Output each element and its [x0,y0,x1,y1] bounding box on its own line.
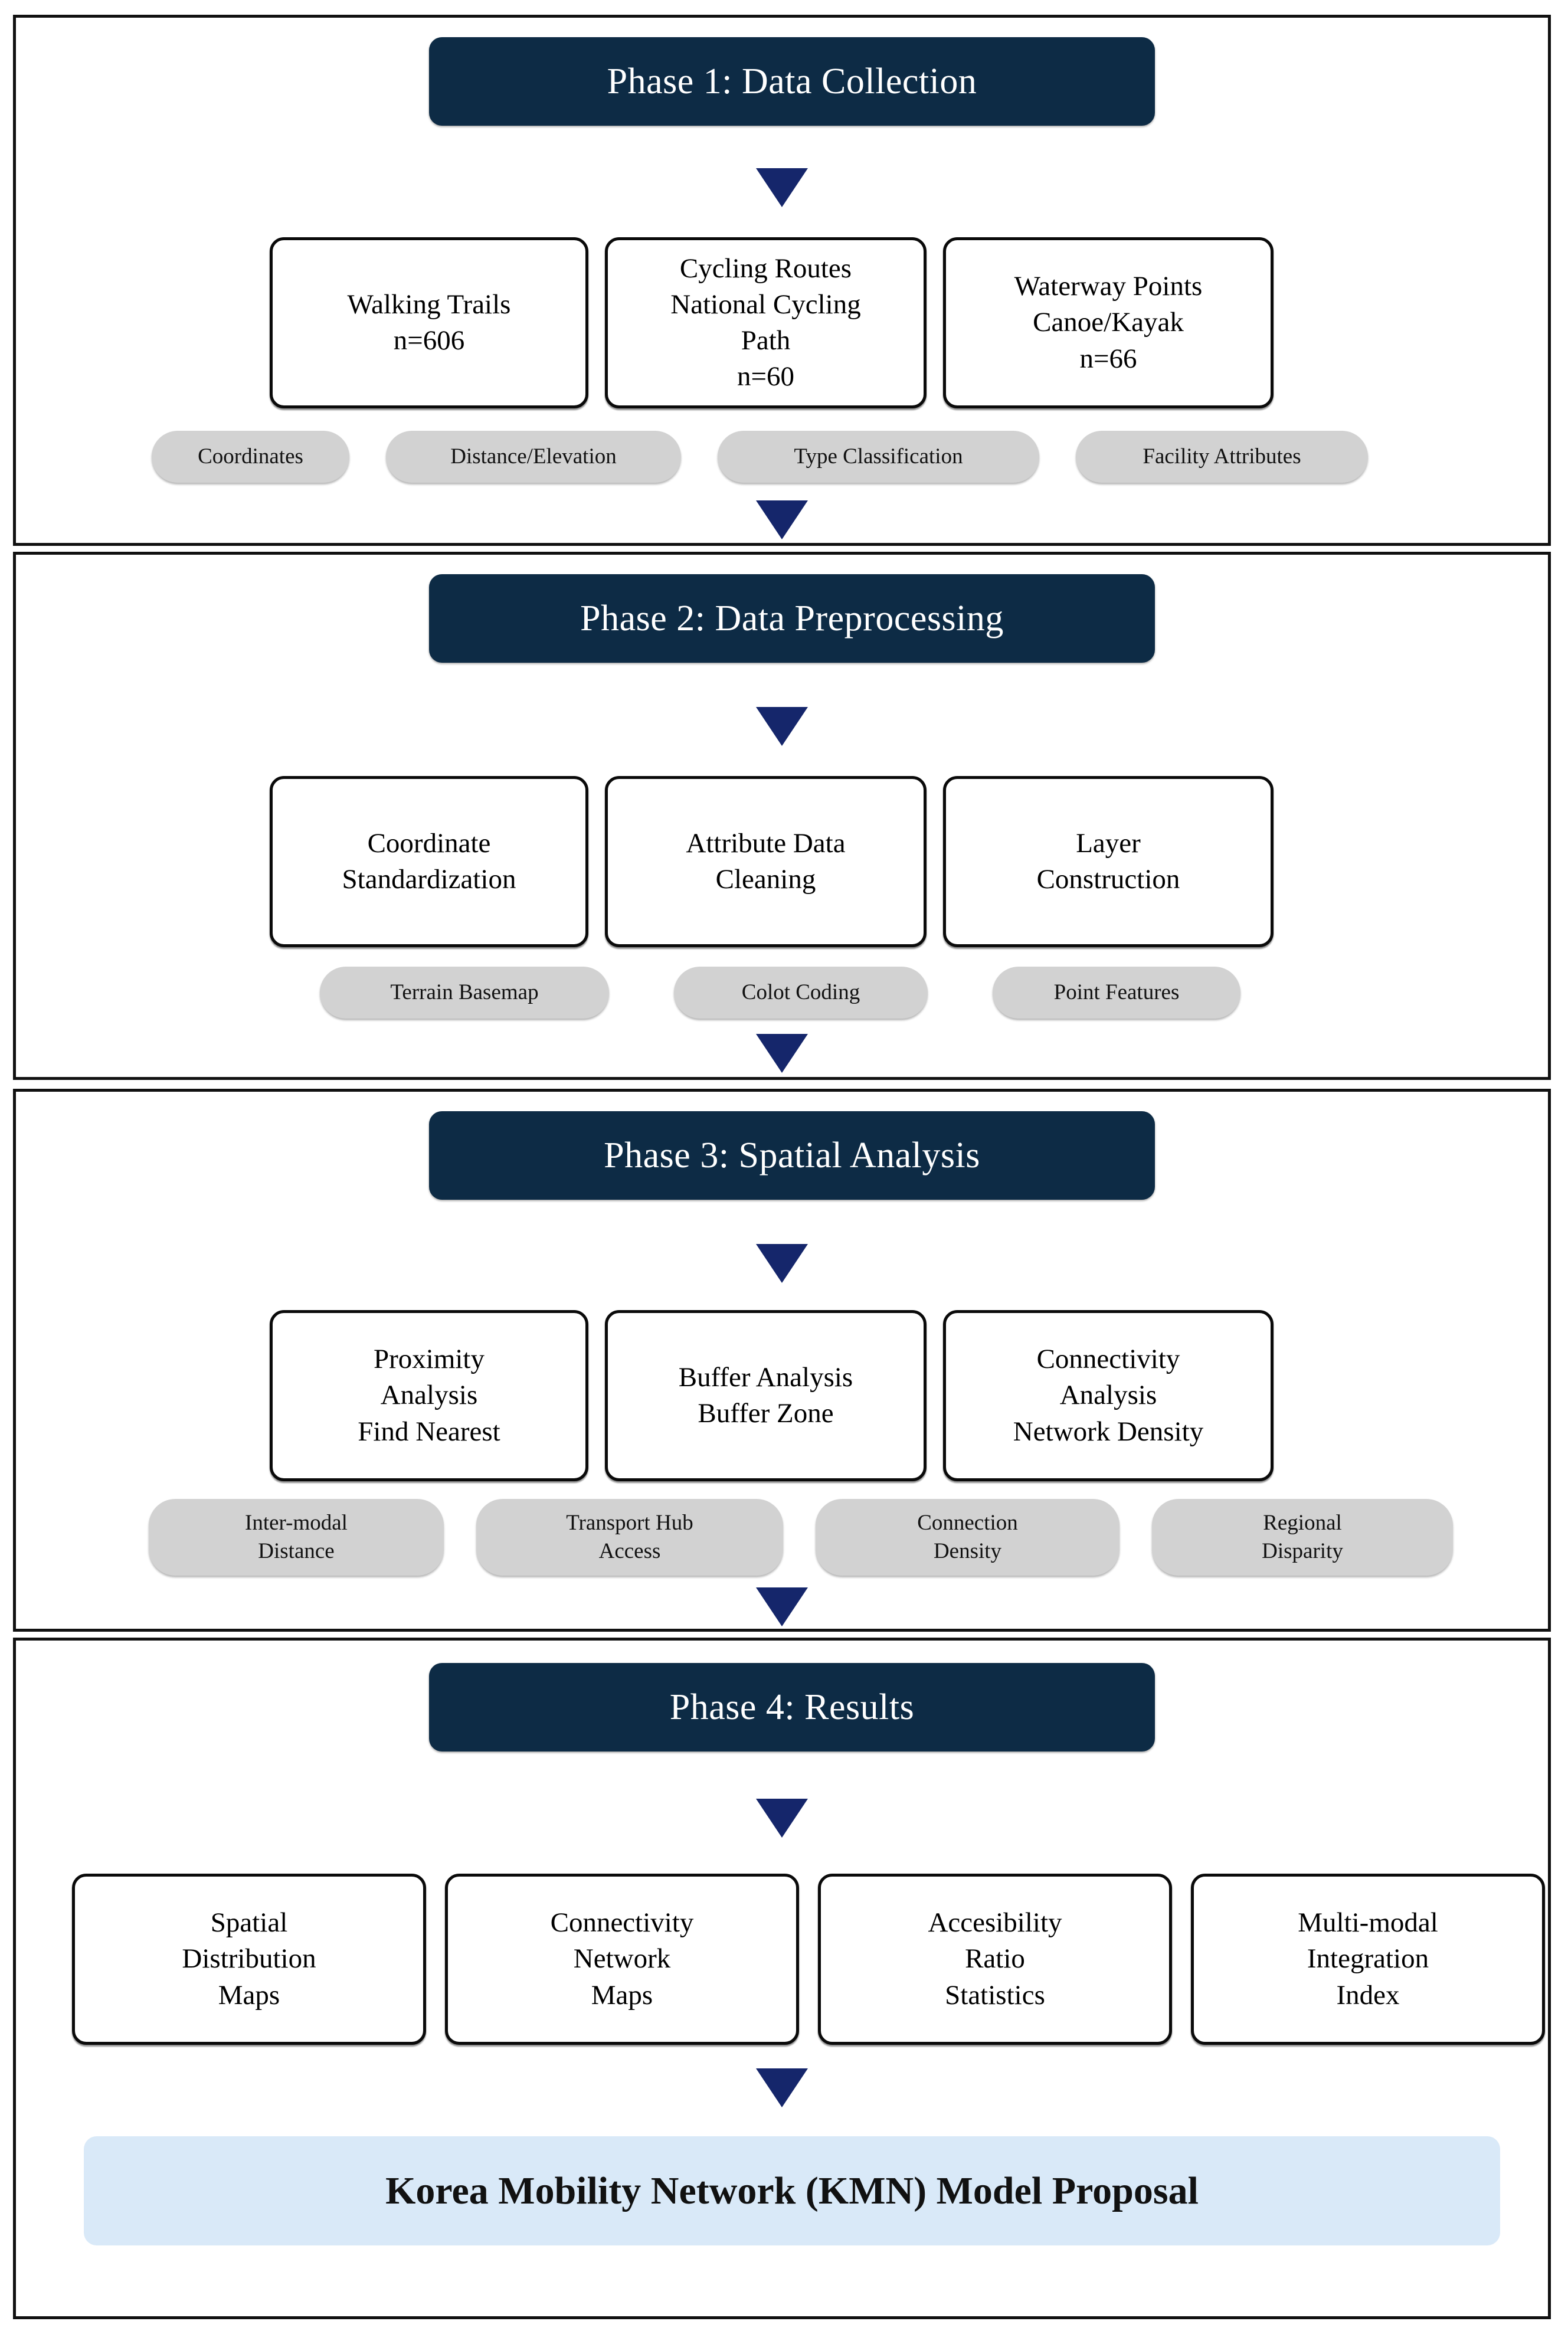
arrow-down-section-3 [756,1587,808,1626]
phase-header-1: Phase 1: Data Collection [429,37,1155,126]
attribute-pill-line: Facility Attributes [1143,444,1301,469]
attribute-pill-line: Point Features [1053,980,1180,1004]
process-box-line: Connectivity [1036,1344,1180,1375]
process-box-line: Distribution [182,1943,316,1975]
attribute-pill-line: Inter-modal [245,1510,348,1535]
attribute-pill-line: Type Classification [794,444,963,469]
process-box-line: Network [573,1943,671,1975]
attribute-pill[interactable]: Distance/Elevation [386,431,681,483]
arrow-down-section-2 [756,1034,808,1073]
attribute-pill[interactable]: Terrain Basemap [320,967,609,1019]
process-box-line: Accesibility [928,1907,1062,1939]
attribute-pill-line: Coordinates [198,444,303,469]
process-box-line: Construction [1036,864,1180,895]
process-box-line: Index [1336,1979,1400,2011]
process-box-line: Ratio [965,1943,1025,1975]
process-box-line: Multi-modal [1298,1907,1438,1939]
arrow-down-section-1 [756,500,808,539]
arrow-down-section-4 [756,2068,808,2107]
attribute-pill-line: Distance/Elevation [450,444,617,469]
process-box-line: Standardization [342,864,516,895]
attribute-pill-line: Disparity [1262,1539,1343,1563]
attribute-pill-row-1: Coordinates Distance/Elevation Type Classi… [152,431,1368,483]
arrow-down-header-4 [756,1799,808,1838]
attribute-pill-line: Connection [917,1510,1018,1535]
attribute-pill-line: Colot Coding [741,980,860,1004]
phase-header-4: Phase 4: Results [429,1663,1155,1751]
process-box[interactable]: Walking Trails n=606 [270,237,588,408]
process-box-line: Buffer Zone [698,1398,834,1429]
final-output-bar: Korea Mobility Network (KMN) Model Propo… [84,2136,1500,2245]
arrow-down-header-1 [756,168,808,207]
attribute-pill-line: Distance [258,1539,335,1563]
process-box-line: Analysis [380,1380,478,1411]
process-box-line: Find Nearest [358,1416,500,1447]
process-box-line: Walking Trails [347,289,511,320]
process-box-line: Attribute Data [686,827,846,859]
process-box-line: n=606 [393,325,465,356]
process-box-line: Maps [591,1979,653,2011]
arrow-down-header-3 [756,1244,808,1283]
process-box-line: n=60 [736,361,794,392]
phase-header-3: Phase 3: Spatial Analysis [429,1111,1155,1200]
attribute-pill[interactable]: Colot Coding [674,967,928,1019]
process-box-line: Maps [218,1979,280,2011]
attribute-pill-line: Access [598,1539,661,1563]
attribute-pill-row-2: Terrain Basemap Colot Coding Point Feature… [320,967,1240,1019]
process-box-line: Path [741,325,791,356]
attribute-pill[interactable]: Point Features [993,967,1240,1019]
process-box-line: Waterway Points [1014,271,1203,302]
process-box-line: Analysis [1059,1380,1157,1411]
attribute-pill-line: Transport Hub [566,1510,693,1535]
process-box-line: Network Density [1013,1416,1204,1447]
process-box-line: n=66 [1079,343,1137,374]
attribute-pill[interactable]: Type Classification [718,431,1039,483]
process-box-line: Proximity [373,1344,485,1375]
process-box-line: Canoe/Kayak [1033,307,1184,338]
attribute-pill[interactable]: Coordinates [152,431,349,483]
process-box-line: National Cycling [670,289,861,320]
process-box-line: Statistics [945,1979,1045,2011]
attribute-pill-line: Density [933,1539,1002,1563]
process-box-line: Cycling Routes [679,253,852,284]
attribute-pill-line: Regional [1263,1510,1342,1535]
process-box-line: Integration [1307,1943,1429,1975]
process-box-line: Connectivity [550,1907,694,1939]
phase-header-2: Phase 2: Data Preprocessing [429,574,1155,663]
process-box-line: Cleaning [715,864,816,895]
process-box-line: Layer [1076,827,1141,859]
attribute-pill-line: Terrain Basemap [390,980,539,1004]
process-box-line: Spatial [210,1907,288,1939]
arrow-down-header-2 [756,707,808,746]
attribute-pill[interactable]: Facility Attributes [1076,431,1368,483]
process-box-line: Coordinate [367,827,491,859]
process-box-line: Buffer Analysis [678,1361,853,1393]
